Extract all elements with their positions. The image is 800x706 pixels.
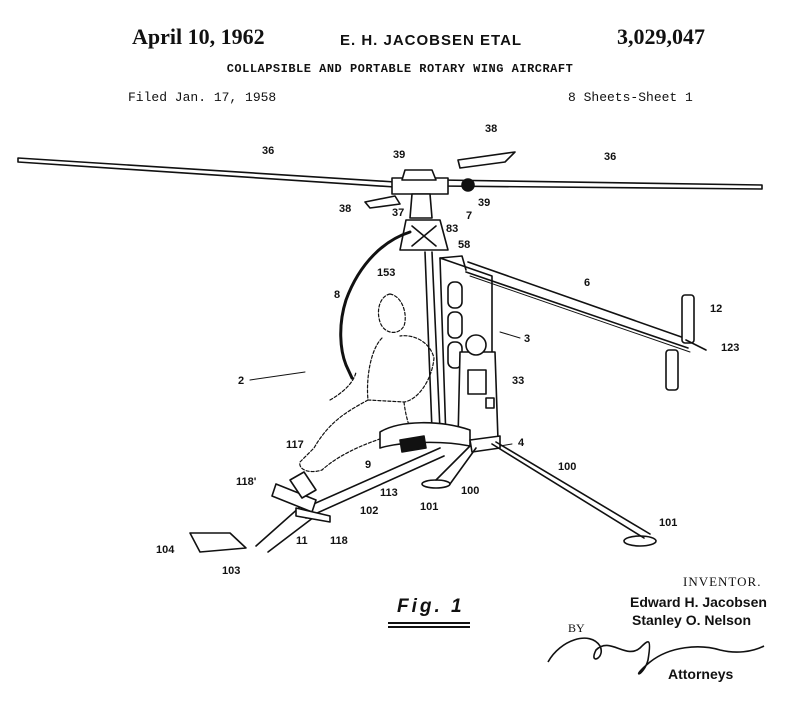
- seat-frame: [379, 421, 501, 453]
- label-38-left: 38: [339, 203, 351, 215]
- control-stick: [339, 230, 412, 380]
- label-100-mid: 100: [461, 485, 479, 497]
- attorney-signature-scribble: [547, 637, 765, 675]
- label-3: 3: [524, 333, 530, 345]
- label-102: 102: [360, 505, 378, 517]
- label-11: 11: [296, 535, 308, 547]
- tail-boom: [465, 261, 707, 391]
- caption-underline: [388, 622, 470, 628]
- patent-number: 3,029,047: [617, 24, 705, 49]
- label-118: 118: [330, 535, 348, 547]
- label-36-left: 36: [262, 145, 274, 157]
- engine-unit: [457, 334, 499, 441]
- label-39-right: 39: [478, 197, 490, 209]
- inventor-name-1: Edward H. Jacobsen: [630, 594, 767, 610]
- inventor-name-2: Stanley O. Nelson: [632, 612, 752, 628]
- label-101-right: 101: [659, 517, 677, 529]
- label-37: 37: [392, 207, 404, 219]
- reference-labels: 36 36 38 38 39 39 37 7 83 58 153 8 6 12 …: [156, 123, 739, 577]
- foot-skid: [189, 447, 445, 553]
- label-38-top: 38: [485, 123, 497, 135]
- sheet-count: 8 Sheets-Sheet 1: [568, 90, 693, 105]
- label-100-right: 100: [558, 461, 576, 473]
- by-label: BY: [568, 621, 585, 635]
- label-33: 33: [512, 375, 524, 387]
- blade-tip-top: [457, 151, 516, 169]
- label-9: 9: [365, 459, 371, 471]
- label-8: 8: [334, 289, 340, 301]
- label-153: 153: [377, 267, 395, 279]
- label-118-prime: 118': [236, 476, 257, 488]
- leader-lines: [249, 331, 521, 447]
- label-101-mid: 101: [420, 501, 438, 513]
- label-36-right: 36: [604, 151, 616, 163]
- figure-caption: Fig. 1: [397, 596, 465, 617]
- label-58: 58: [458, 239, 470, 251]
- label-12: 12: [710, 303, 722, 315]
- label-4: 4: [518, 437, 525, 449]
- label-113: 113: [380, 487, 398, 499]
- patent-date: April 10, 1962: [132, 24, 265, 49]
- label-103: 103: [222, 565, 240, 577]
- filed-date: Filed Jan. 17, 1958: [128, 90, 277, 105]
- landing-legs: [421, 441, 657, 547]
- label-6: 6: [584, 277, 590, 289]
- label-7: 7: [466, 210, 472, 222]
- blade-tip-left: [364, 195, 401, 209]
- attorneys-label: Attorneys: [668, 666, 734, 682]
- label-123: 123: [721, 342, 739, 354]
- patent-inventors: E. H. JACOBSEN ETAL: [340, 32, 523, 49]
- inventor-heading: INVENTOR.: [683, 574, 762, 589]
- label-39-top: 39: [393, 149, 405, 161]
- patent-title: COLLAPSIBLE AND PORTABLE ROTARY WING AIR…: [226, 62, 574, 76]
- rotor-blades: [17, 151, 763, 209]
- label-104: 104: [156, 544, 175, 556]
- rotor-hub: [391, 169, 449, 251]
- label-117: 117: [286, 439, 304, 451]
- label-83: 83: [446, 223, 458, 235]
- label-2: 2: [238, 375, 244, 387]
